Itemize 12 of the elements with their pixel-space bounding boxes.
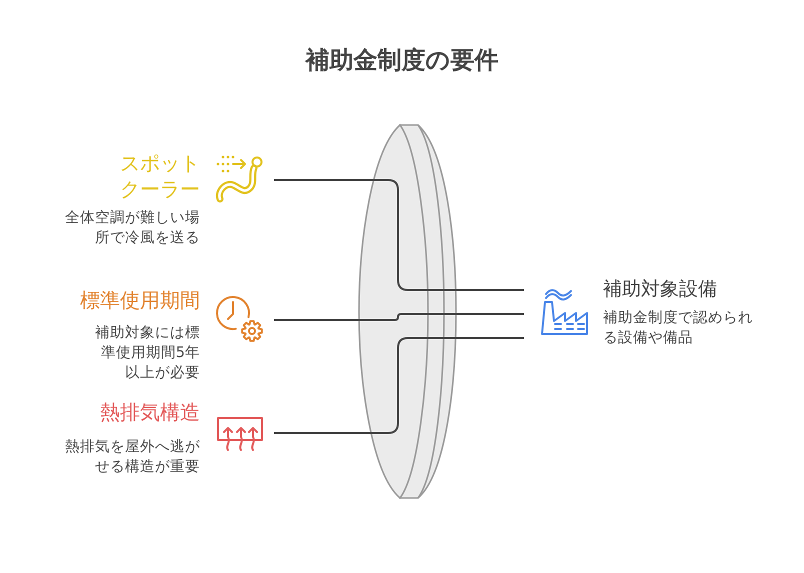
item-description: 熱排気を屋外へ逃がせる構造が重要 bbox=[64, 438, 200, 477]
item-description: 全体空調が難しい場所で冷風を送る bbox=[64, 208, 200, 248]
item-heading: 補助対象設備 bbox=[603, 277, 717, 302]
item-heading: 熱排気構造 bbox=[100, 399, 200, 425]
item-heading: スポットクーラー bbox=[119, 150, 200, 202]
item-heading: 標準使用期間 bbox=[80, 287, 200, 313]
item-description: 補助金制度で認められる設備や備品 bbox=[603, 308, 754, 348]
item-description: 補助対象には標準使用期間5年以上が必要 bbox=[94, 324, 200, 383]
connector-line bbox=[274, 179, 524, 291]
title: 補助金制度の要件 bbox=[306, 45, 498, 76]
connector-line bbox=[274, 313, 524, 321]
connector-line bbox=[274, 337, 524, 434]
